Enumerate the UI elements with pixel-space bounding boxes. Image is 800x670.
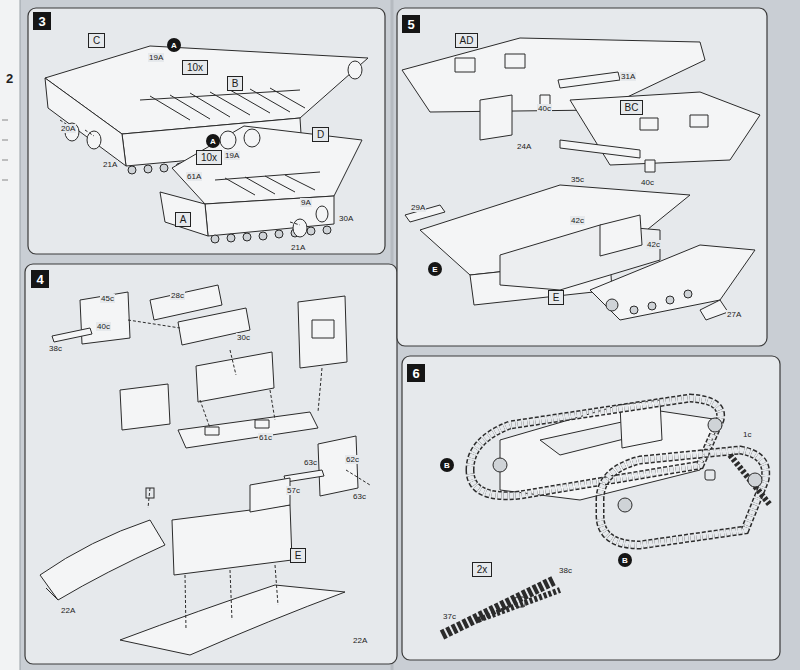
assembly-letter: E: [548, 290, 564, 305]
part-number: 57c: [286, 486, 301, 495]
node-text: E: [553, 292, 560, 304]
node-text: 6: [412, 366, 419, 381]
node-text: 10x: [187, 62, 203, 74]
part-number: 22A: [60, 606, 76, 615]
node-text: E: [432, 265, 437, 274]
part-number: 62c: [345, 455, 360, 464]
node-text: AD: [460, 35, 474, 47]
node-text: D: [317, 129, 324, 141]
part-number: 61A: [186, 172, 202, 181]
node-text: 10x: [201, 152, 217, 164]
part-marker: A: [167, 38, 181, 52]
node-text: B: [444, 461, 450, 470]
node-text: 3: [38, 14, 45, 29]
part-number: 31A: [620, 72, 636, 81]
part-number: 40c: [537, 104, 552, 113]
step-number: 4: [31, 270, 49, 288]
part-number: 35c: [570, 175, 585, 184]
step-panels: [25, 8, 780, 664]
part-number: 40c: [640, 178, 655, 187]
assembly-letter: B: [227, 76, 243, 91]
part-number: 30c: [236, 333, 251, 342]
part-number: 29A: [410, 203, 426, 212]
assembly-letter: BC: [620, 100, 643, 115]
assembly-letter: C: [88, 33, 105, 48]
node-text: A: [180, 214, 187, 226]
node-text: B: [622, 556, 628, 565]
step-number: 5: [402, 15, 420, 33]
node-text: A: [210, 137, 216, 146]
part-number: 19A: [224, 151, 240, 160]
node-text: 2x: [477, 564, 488, 576]
page-edge: [0, 0, 20, 670]
tracks: [442, 398, 770, 635]
part-marker: B: [440, 458, 454, 472]
part-number: 21A: [102, 160, 118, 169]
step-number: 6: [407, 364, 425, 382]
node-text: B: [232, 78, 239, 90]
part-number: 42c: [570, 216, 585, 225]
part-number: 1c: [742, 430, 752, 439]
node-text: 5: [407, 17, 414, 32]
node-text: A: [171, 41, 177, 50]
assembly-letter: E: [290, 548, 306, 563]
part-number: 45c: [100, 294, 115, 303]
part-number: 28c: [170, 291, 185, 300]
node-text: E: [295, 550, 302, 562]
part-number: 37c: [442, 612, 457, 621]
part-marker: A: [206, 134, 220, 148]
part-number: 61c: [258, 433, 273, 442]
assembly-letter: 10x: [182, 60, 208, 75]
part-number: 63c: [352, 492, 367, 501]
page-number: 2: [5, 72, 14, 86]
part-number: 27A: [726, 310, 742, 319]
parts: [40, 38, 760, 655]
part-number: 38c: [558, 566, 573, 575]
part-number: 42c: [646, 240, 661, 249]
step-number: 3: [33, 12, 51, 30]
glue-icons: [146, 470, 715, 607]
part-number: 40c: [96, 322, 111, 331]
part-marker: E: [428, 262, 442, 276]
assembly-letter: 2x: [472, 562, 492, 577]
part-number: 24A: [516, 142, 532, 151]
part-marker: B: [618, 553, 632, 567]
wheels: [493, 418, 762, 512]
node-text: 4: [36, 272, 43, 287]
assembly-letter: D: [312, 127, 329, 142]
node-text: C: [93, 35, 100, 47]
part-number: 22A: [352, 636, 368, 645]
part-number: 38c: [48, 344, 63, 353]
assembly-letter: A: [175, 212, 191, 227]
assembly-letter: 10x: [196, 150, 222, 165]
part-number: 30A: [338, 214, 354, 223]
node-text: BC: [625, 102, 639, 114]
part-number: 20A: [60, 124, 76, 133]
part-number: 21A: [290, 243, 306, 252]
assembly-letter: AD: [455, 33, 478, 48]
part-number: 63c: [303, 458, 318, 467]
part-number: 19A: [148, 53, 164, 62]
part-number: 9A: [300, 198, 312, 207]
